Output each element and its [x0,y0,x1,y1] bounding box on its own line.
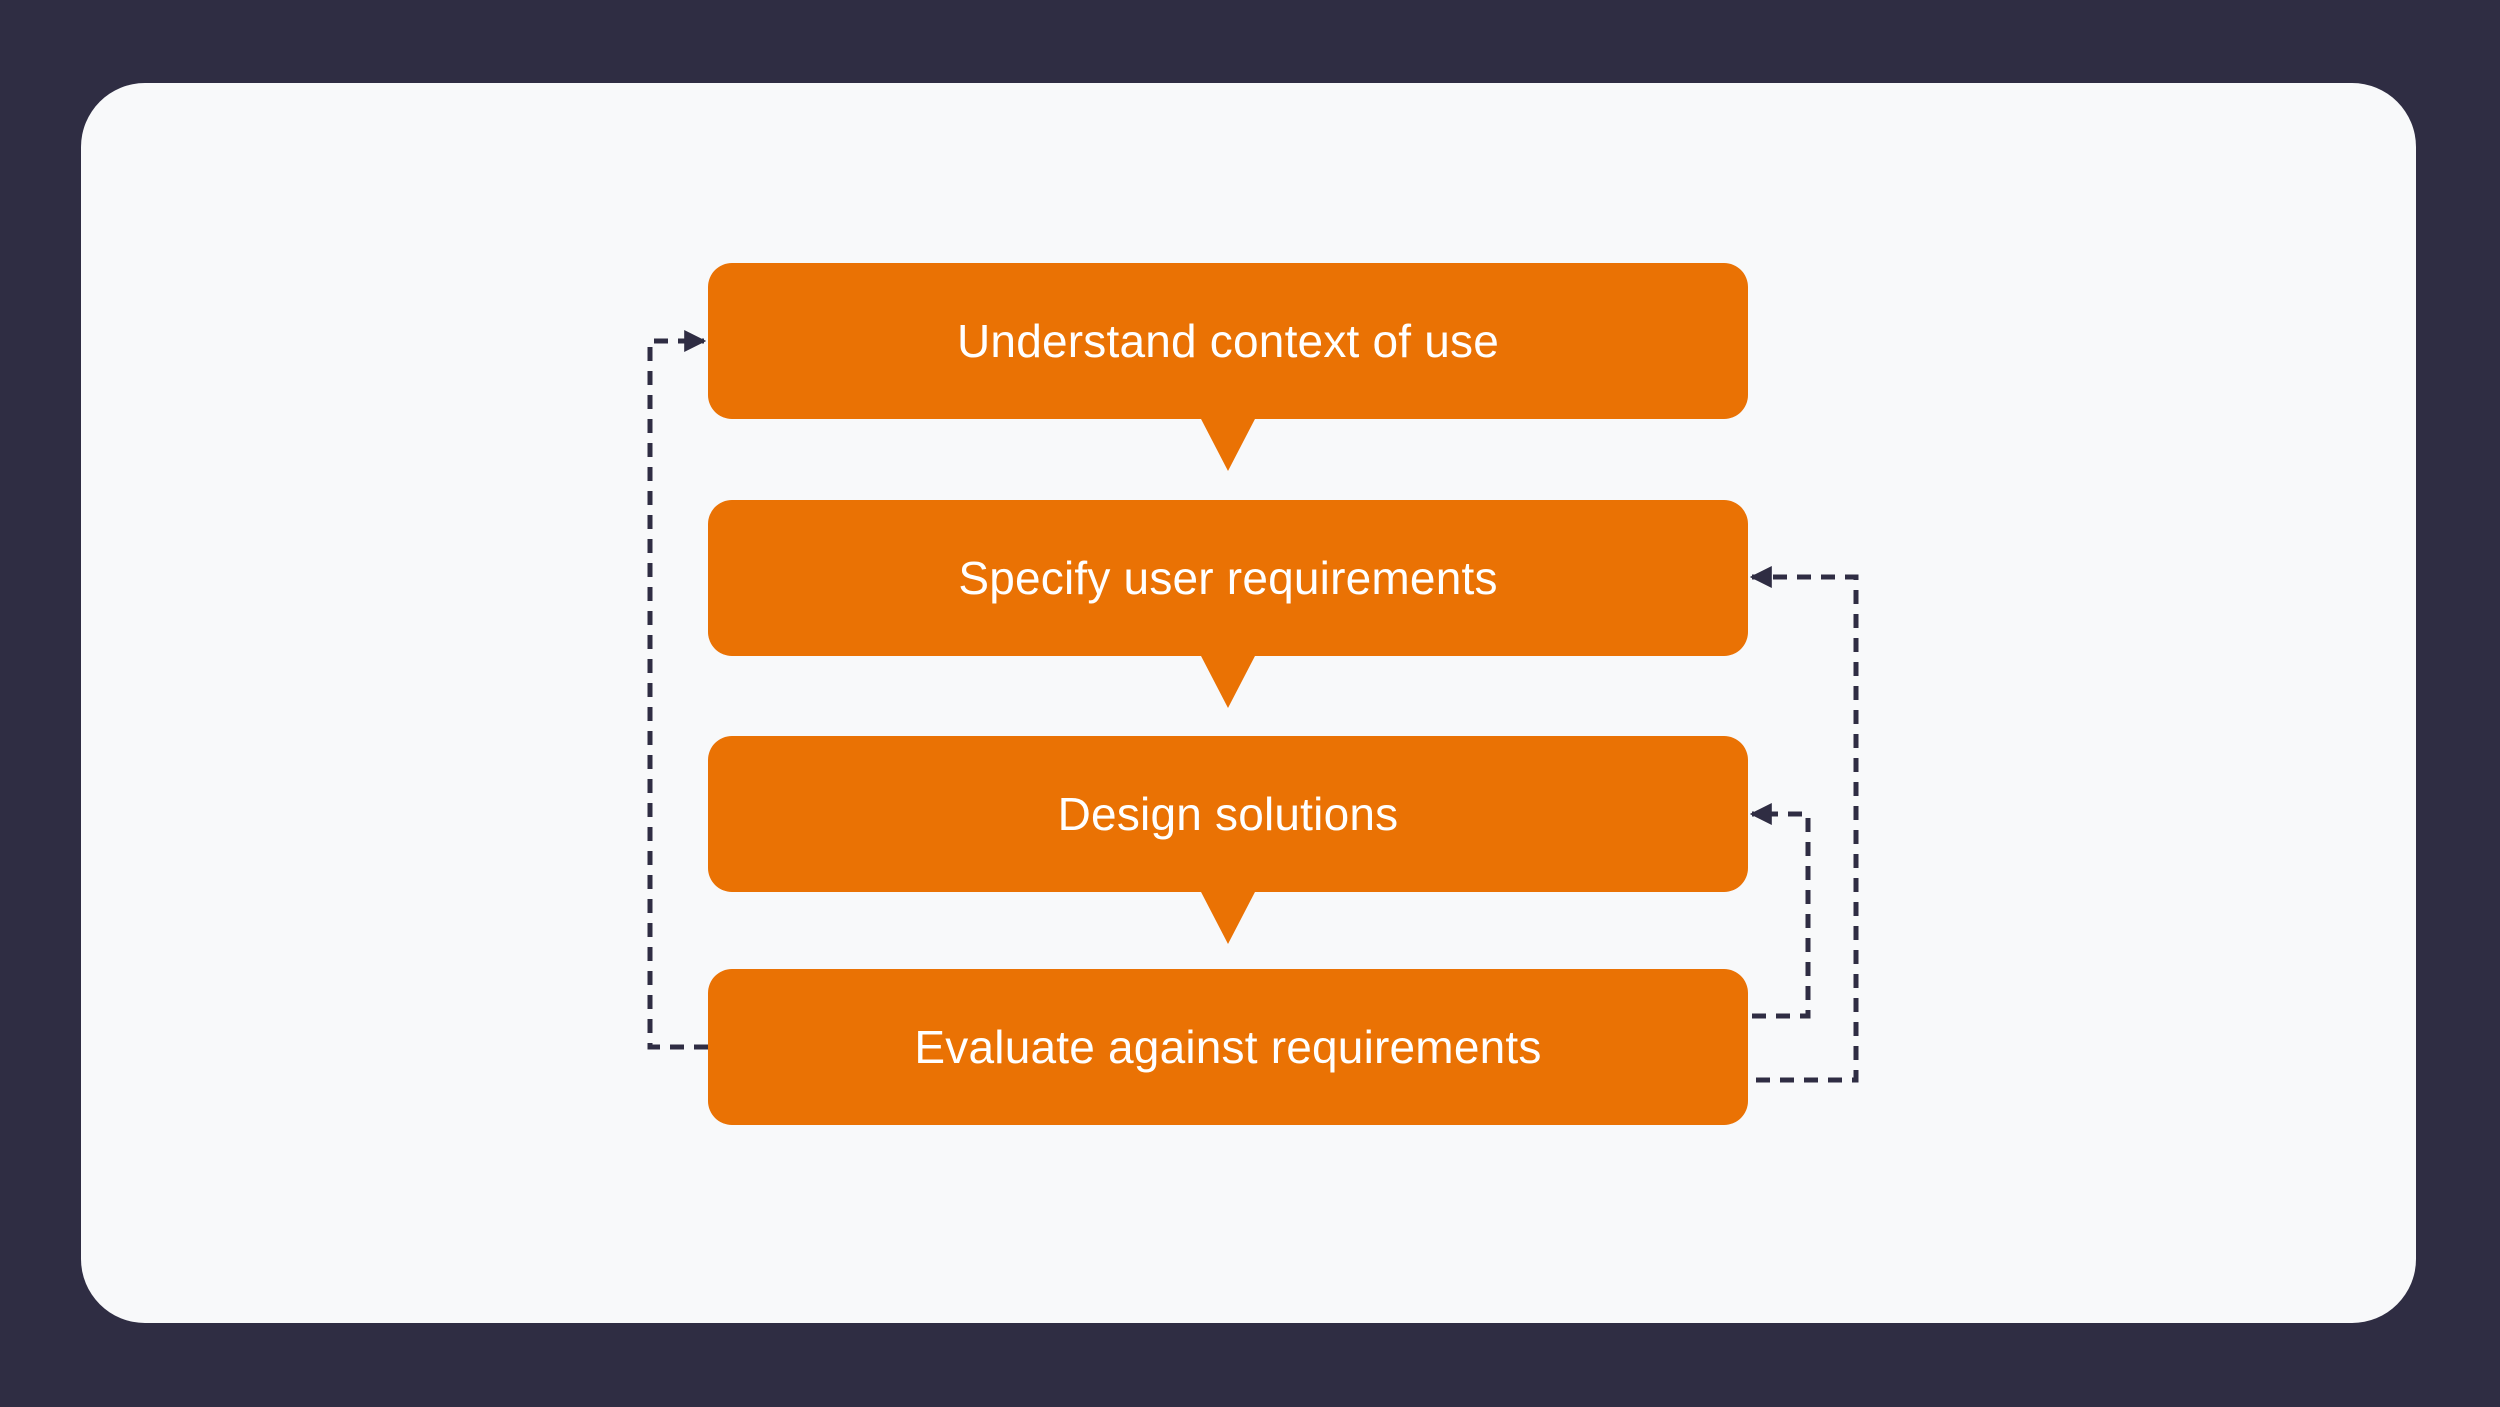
step-specify-requirements: Specify user requirements [708,500,1748,708]
down-pointer-icon [1200,654,1256,708]
step-design-solutions: Design solutions [708,736,1748,944]
step-label: Understand context of use [957,315,1499,367]
step-label: Specify user requirements [958,552,1498,604]
loop-evaluate-to-understand [647,330,708,1050]
down-pointer-icon [1200,890,1256,944]
loop-evaluate-to-specify [1749,566,1859,1083]
step-evaluate-requirements: Evaluate against requirements [708,969,1748,1125]
step-label: Design solutions [1057,788,1399,840]
step-label: Evaluate against requirements [914,1021,1542,1073]
step-understand-context: Understand context of use [708,263,1748,471]
loop-evaluate-to-design [1749,803,1811,1019]
down-pointer-icon [1200,417,1256,471]
